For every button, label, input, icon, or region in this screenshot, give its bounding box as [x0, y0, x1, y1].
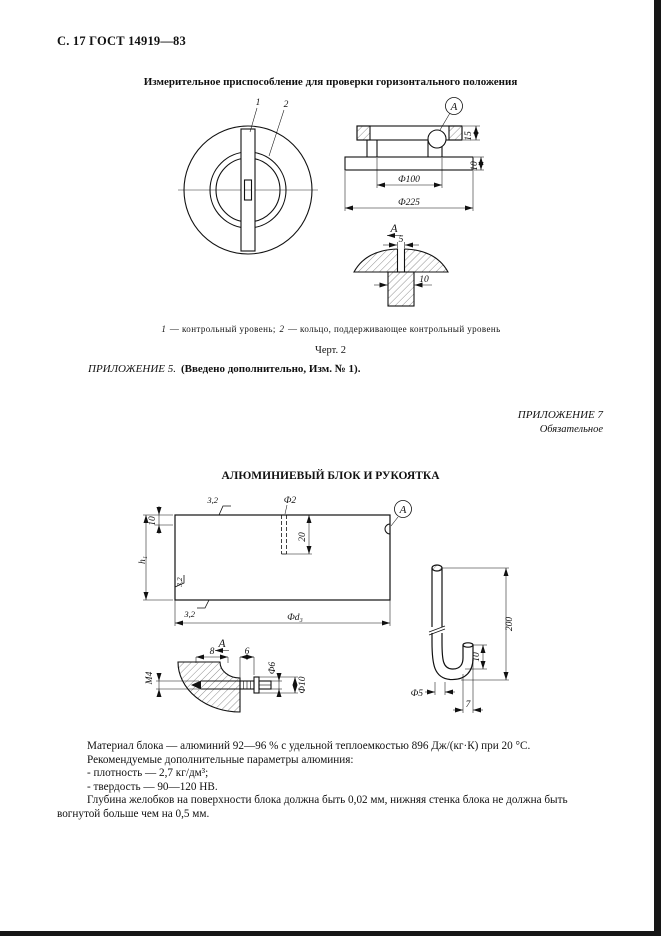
scan-edge-right: [654, 0, 661, 936]
fig2-dim-w8: 8: [210, 647, 215, 657]
fig2-dim-f6: Ф6: [268, 662, 278, 675]
fig1-detail-a-label: А: [389, 223, 398, 235]
handle-view: [428, 564, 474, 681]
note-recommended: Рекомендуемые дополнительные параметры а…: [87, 753, 354, 766]
fig2-dim-tip7: 7: [466, 700, 472, 710]
figure2-title: АЛЮМИНИЕВЫЙ БЛОК И РУКОЯТКА: [221, 470, 440, 482]
fig1-dim-f100: Ф100: [398, 175, 420, 185]
scan-edge-bottom: [0, 931, 661, 936]
fig2-dim-h1: h₁: [138, 556, 148, 564]
figure1-number: Черт. 2: [315, 345, 346, 356]
detail-a-section: [353, 248, 449, 307]
caption-part2-text: — кольцо, поддерживающее контрольный уро…: [285, 324, 501, 334]
appendix5-label: ПРИЛОЖЕНИЕ 5.: [88, 363, 176, 375]
page-header: С. 17 ГОСТ 14919—83: [57, 34, 186, 48]
figure2-drawing: 10 h₁ 3,2 3,2 3,2 Ф2 20 А Фd₃ 200 10 Ф5 …: [138, 495, 515, 713]
fig1-dim-stem10: 10: [419, 275, 429, 285]
detail-a-view: [177, 661, 272, 713]
handle-dimension-lines: [425, 567, 509, 713]
figure1-dimension-lines: [344, 125, 484, 211]
figure1-title: Измерительное приспособление для проверк…: [143, 76, 518, 88]
appendix7-note: Обязательное: [539, 423, 603, 435]
block-dimension-lines: [143, 504, 399, 626]
fig2-dim-f10: Ф10: [298, 676, 308, 693]
appendix7-label: ПРИЛОЖЕНИЕ 7: [517, 409, 603, 421]
fig1-part2-label: 2: [284, 100, 289, 110]
callout-a-circle: [394, 500, 412, 518]
fig2-view-a-label: А: [399, 504, 407, 516]
fig1-dim-15: 15: [464, 131, 474, 141]
fig2-dim-200: 200: [505, 617, 515, 632]
fig2-detail-a-label: А: [217, 638, 226, 650]
detail-a-dimension-lines: [156, 648, 298, 697]
caption-part1-number: 1: [161, 324, 167, 334]
figure1-drawing: 1 2 А 15 10 Ф100 Ф225 А 5 10: [178, 97, 484, 307]
note-material: Материал блока — алюминий 92—96 % с удел…: [87, 740, 531, 752]
roughness-symbols: [174, 505, 231, 609]
note-groove-depth: Глубина желобков на поверхности блока до…: [57, 794, 568, 820]
level-side-view: [344, 97, 474, 171]
fig2-roughness-bottom: 3,2: [183, 609, 195, 619]
appendix7-header: ПРИЛОЖЕНИЕ 7 Обязательное: [518, 409, 603, 436]
fig2-dim-depth20: 20: [298, 532, 308, 542]
fig2-dim-w6: 6: [245, 647, 250, 657]
block-hole-hidden-lines: [281, 515, 287, 555]
fig2-dim-m4: M4: [145, 671, 155, 685]
fig2-dim-fd3: Фd₃: [287, 613, 303, 623]
fig2-roughness-left: 3,2: [175, 577, 184, 588]
level-front-view: [178, 107, 318, 255]
note-hardness: - твердость — 90—120 НВ.: [87, 780, 218, 793]
detail-a-dimension-lines: [374, 233, 432, 288]
fig1-dim-10: 10: [470, 161, 480, 171]
fig1-view-a-label: А: [450, 101, 458, 113]
fig2-dim-hook10: 10: [472, 652, 482, 662]
note-density: - плотность — 2,7 кг/дм³;: [87, 767, 209, 779]
notes-text-block: Материал блока — алюминий 92—96 % с удел…: [57, 740, 603, 821]
caption-part1-text: — контрольный уровень;: [167, 324, 279, 334]
figure1-caption: 1 — контрольный уровень; 2 — кольцо, под…: [0, 324, 661, 334]
fig2-roughness-top: 3,2: [206, 495, 218, 505]
block-outline: [174, 514, 391, 601]
caption-part2-number: 2: [279, 324, 285, 334]
fig1-dim-f225: Ф225: [398, 198, 420, 208]
fig1-dim-slot5: 5: [399, 235, 404, 245]
appendix5-line: ПРИЛОЖЕНИЕ 5. (Введено дополнительно, Изм…: [88, 363, 360, 375]
fig2-dim-f2: Ф2: [284, 496, 297, 506]
fig2-dim-f5: Ф5: [411, 689, 424, 699]
appendix5-text: (Введено дополнительно, Изм. № 1).: [180, 363, 361, 375]
fig1-part1-label: 1: [256, 98, 261, 108]
fig2-dim-top10: 10: [148, 516, 158, 526]
